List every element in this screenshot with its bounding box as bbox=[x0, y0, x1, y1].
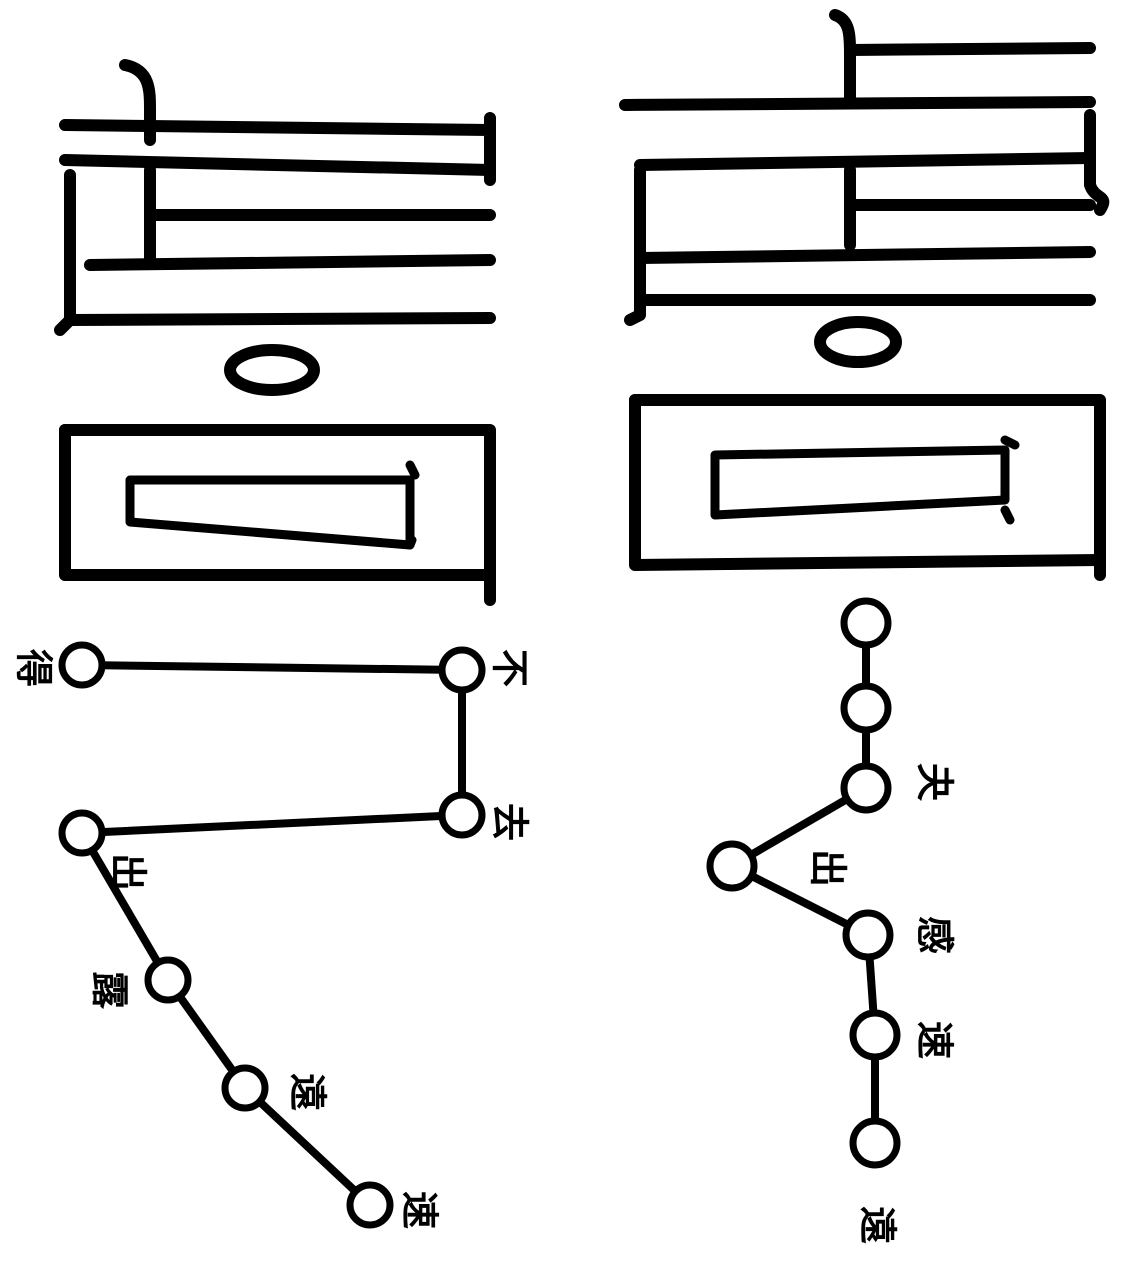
node-label-m6: 速 bbox=[913, 1021, 958, 1059]
node-m2 bbox=[840, 682, 892, 734]
node-label-n3: 去 bbox=[488, 803, 533, 841]
node-n2 bbox=[438, 646, 486, 694]
rotated-seal-character-left bbox=[54, 59, 496, 606]
rotated-seal-character-right bbox=[619, 9, 1110, 581]
edge-m3-m4 bbox=[728, 784, 870, 870]
node-label-m7: 遠 bbox=[856, 1206, 901, 1244]
node-m1 bbox=[840, 597, 892, 649]
edge-n4-n5 bbox=[78, 829, 172, 984]
edge-n6-n7 bbox=[241, 1084, 374, 1209]
node-m5 bbox=[842, 909, 894, 961]
edge-n1-n2 bbox=[78, 661, 466, 674]
node-n5 bbox=[144, 956, 192, 1004]
node-n6 bbox=[221, 1064, 269, 1112]
node-m6 bbox=[849, 1009, 901, 1061]
node-label-n2: 不 bbox=[488, 649, 533, 687]
node-label-m5: 感 bbox=[913, 916, 958, 954]
node-m4 bbox=[706, 840, 758, 892]
node-label-n1: 得 bbox=[12, 649, 57, 687]
node-n3 bbox=[438, 791, 486, 839]
node-label-n5: 露 bbox=[88, 971, 133, 1010]
node-label-n4: 出 bbox=[106, 853, 151, 891]
node-label-m4: 出 bbox=[806, 849, 851, 887]
node-n4 bbox=[58, 809, 106, 857]
node-m7 bbox=[849, 1117, 901, 1169]
edge-n3-n4 bbox=[78, 811, 466, 837]
node-label-m3: 夬 bbox=[913, 763, 958, 802]
node-label-n6: 遠 bbox=[286, 1073, 331, 1111]
node-n7 bbox=[346, 1181, 394, 1229]
node-m3 bbox=[840, 762, 892, 814]
node-label-n7: 速 bbox=[398, 1191, 443, 1229]
node-n1 bbox=[58, 641, 106, 689]
